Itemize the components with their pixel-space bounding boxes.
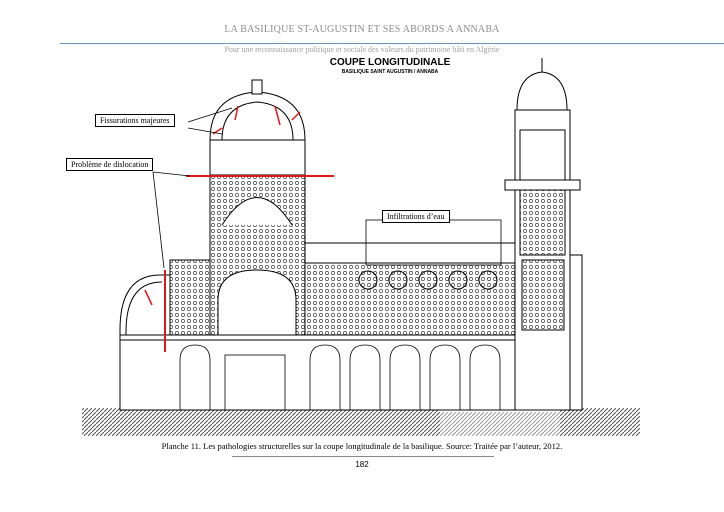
header-rule (60, 43, 724, 44)
running-subtitle: Pour une reconnaissance politique et soc… (224, 45, 500, 54)
crack-markers (144, 105, 334, 352)
drawing-title: COUPE LONGITUDINALE (329, 57, 451, 68)
footer-rule (232, 456, 494, 457)
figure-caption: Planche 11. Les pathologies structurelle… (161, 441, 563, 451)
label-major-cracks: Fissurations majeures (95, 114, 175, 127)
label-water-infiltration: Infiltrations d’eau (382, 210, 450, 223)
page-number: 182 (355, 460, 369, 469)
drawing-subtitle: BASILIQUE SAINT AUGUSTIN / ANNABA (341, 69, 439, 75)
running-header: LA BASILIQUE ST-AUGUSTIN ET SES ABORDS A… (224, 24, 500, 35)
label-dislocation: Problème de dislocation (66, 158, 154, 171)
